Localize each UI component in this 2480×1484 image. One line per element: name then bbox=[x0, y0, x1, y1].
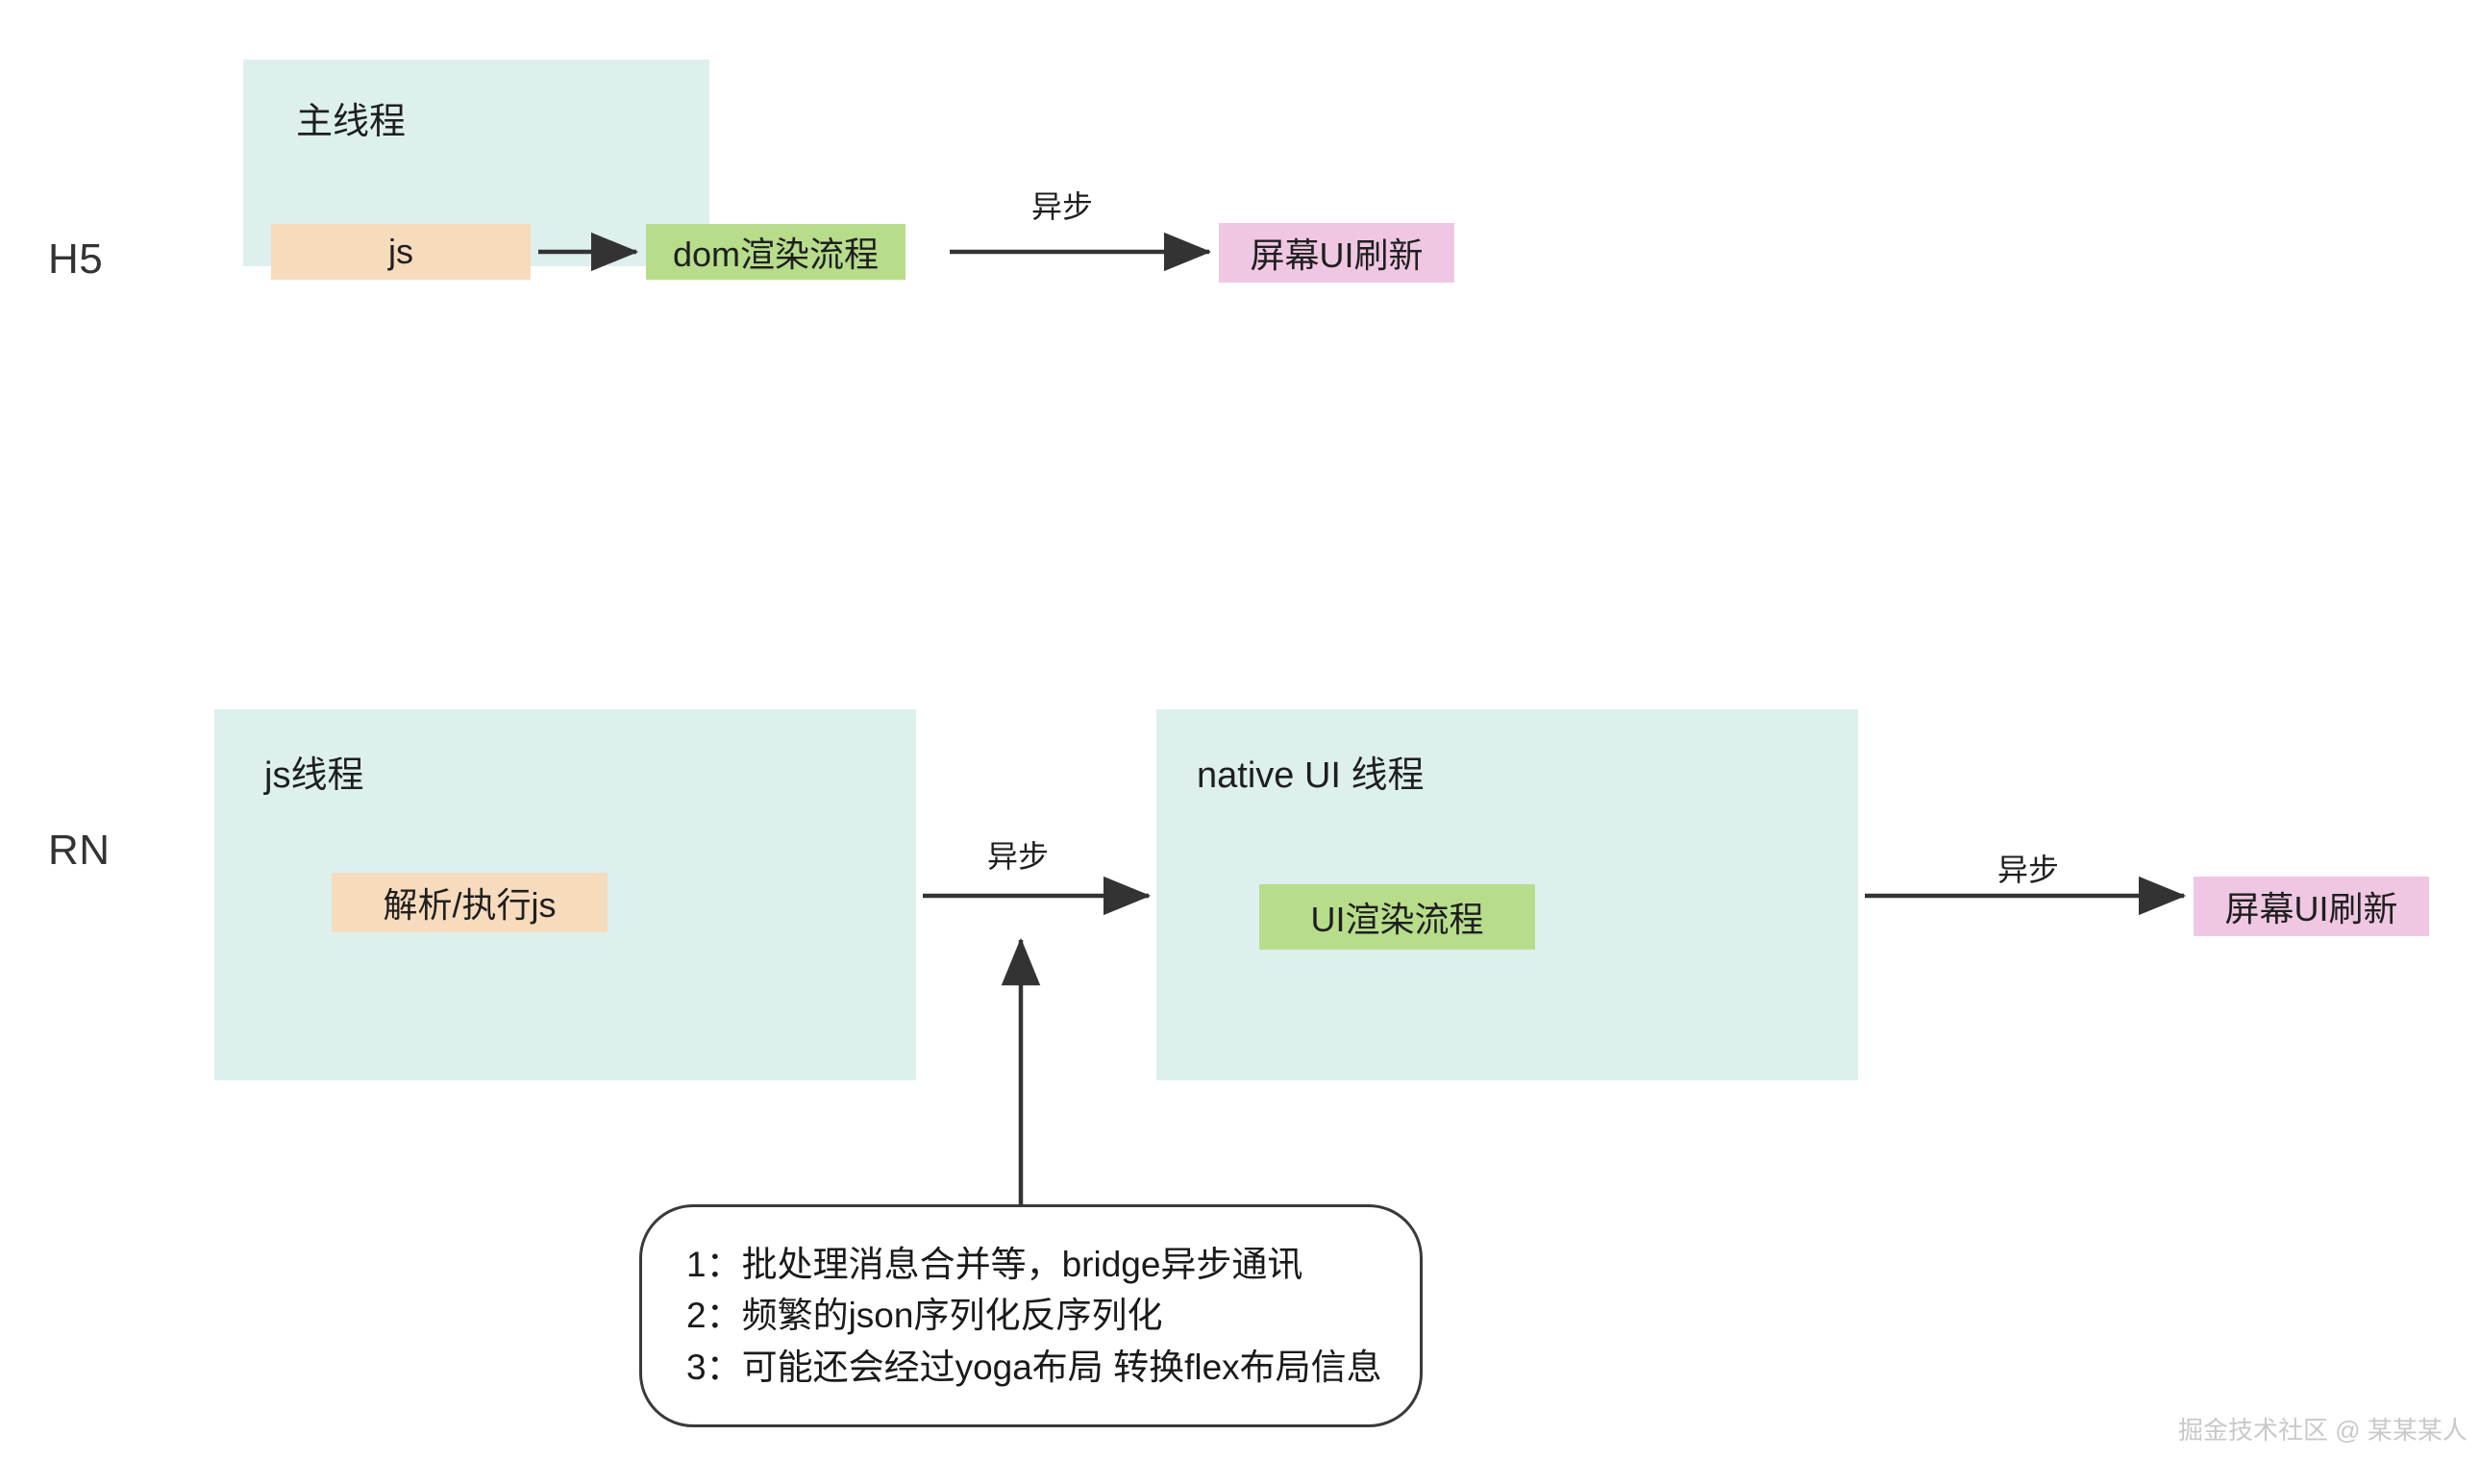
rn-screen-async-arrow-label: 异步 bbox=[1997, 853, 2060, 887]
rn-parse-execute-js-node-label: 解析/执行js bbox=[383, 885, 557, 925]
rn-parse-execute-js-node[interactable]: 解析/执行js bbox=[332, 873, 608, 932]
callout-line-1: 1：批处理消息合并等，bridge异步通讯 bbox=[686, 1244, 1303, 1284]
rn-native-ui-thread-title: native UI 线程 bbox=[1197, 755, 1425, 796]
rn-bridge-async-arrow-label: 异步 bbox=[987, 839, 1050, 874]
bridge-cost-callout: 1：批处理消息合并等，bridge异步通讯 2：频繁的json序列化反序列化 3… bbox=[639, 1204, 1423, 1427]
watermark: 掘金技术社区 @ 某某某人 bbox=[2178, 1416, 2468, 1445]
h5-screen-refresh-node-label: 屏幕UI刷新 bbox=[1250, 235, 1424, 275]
row-label-h5: H5 bbox=[48, 235, 104, 283]
h5-dom-render-node[interactable]: dom渲染流程 bbox=[646, 224, 905, 280]
rn-ui-render-node-label: UI渲染流程 bbox=[1310, 900, 1484, 939]
rn-screen-refresh-node-label: 屏幕UI刷新 bbox=[2224, 889, 2398, 928]
callout-line-2: 2：频繁的json序列化反序列化 bbox=[686, 1296, 1163, 1336]
h5-main-thread-title: 主线程 bbox=[296, 102, 407, 142]
row-label-rn: RN bbox=[48, 827, 111, 874]
h5-dom-render-node-label: dom渲染流程 bbox=[672, 235, 880, 274]
rn-screen-refresh-node[interactable]: 屏幕UI刷新 bbox=[2194, 877, 2429, 936]
h5-screen-refresh-node[interactable]: 屏幕UI刷新 bbox=[1219, 223, 1454, 283]
rn-js-thread-title: js线程 bbox=[264, 755, 364, 796]
callout-line-3: 3：可能还会经过yoga布局 转换flex布局信息 bbox=[686, 1347, 1382, 1387]
h5-js-node-label: js bbox=[388, 232, 413, 271]
h5-js-node[interactable]: js bbox=[271, 224, 531, 280]
rn-ui-render-node[interactable]: UI渲染流程 bbox=[1259, 884, 1535, 950]
h5-async-arrow-label: 异步 bbox=[1031, 189, 1094, 224]
